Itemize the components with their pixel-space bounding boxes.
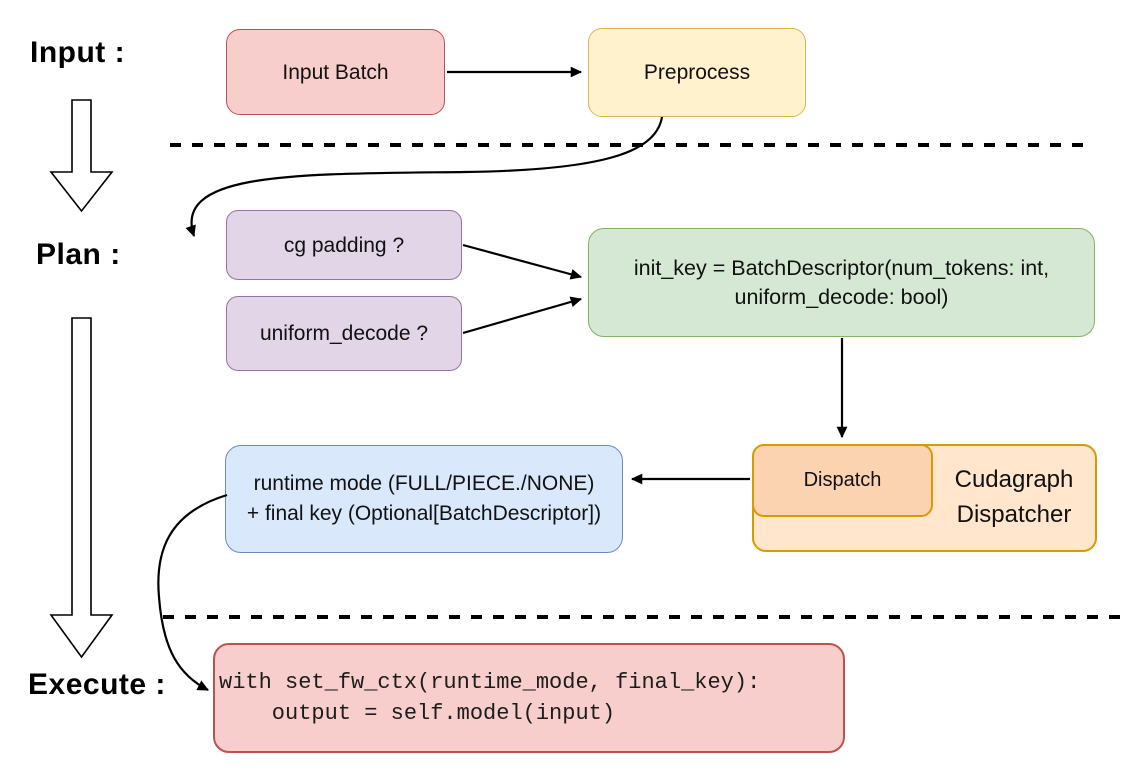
node-input-batch: Input Batch — [226, 29, 445, 115]
stage-label-input: Input : — [30, 36, 126, 69]
node-init-key: init_key = BatchDescriptor(num_tokens: i… — [588, 228, 1095, 337]
node-execute-code: with set_fw_ctx(runtime_mode, final_key)… — [213, 643, 845, 753]
down-block-arrow-plan-to-execute-icon — [49, 317, 114, 659]
node-cg-padding: cg padding ? — [226, 210, 462, 280]
node-dispatch: Dispatch — [752, 444, 933, 517]
execute-code-line2: output = self.model(input) — [219, 701, 616, 726]
node-uniform-decode: uniform_decode ? — [226, 296, 462, 371]
cudagraph-label-line1: Cudagraph — [954, 466, 1074, 493]
node-init-key-line2: uniform_decode: bool) — [734, 284, 949, 309]
node-preprocess: Preprocess — [588, 28, 806, 117]
node-init-key-line1: init_key = BatchDescriptor(num_tokens: i… — [633, 255, 1050, 280]
arrow-cg-padding-to-init-key — [462, 243, 583, 280]
node-dispatch-label: Dispatch — [803, 469, 882, 491]
node-input-batch-label: Input Batch — [282, 60, 389, 84]
node-runtime-mode-line1: runtime mode (FULL/PIECE./NONE) — [253, 472, 595, 495]
down-block-arrow-input-to-plan-icon — [49, 99, 114, 213]
node-uniform-decode-label: uniform_decode ? — [259, 322, 429, 345]
cudagraph-label-line2: Dispatcher — [956, 501, 1072, 528]
node-runtime-mode: runtime mode (FULL/PIECE./NONE) + final … — [225, 445, 623, 553]
stage-label-execute: Execute : — [28, 668, 166, 701]
node-runtime-mode-line2: + final key (Optional[BatchDescriptor]) — [246, 502, 602, 525]
node-preprocess-label: Preprocess — [643, 61, 751, 84]
arrow-uniform-decode-to-init-key — [462, 296, 583, 335]
execute-code-line1: with set_fw_ctx(runtime_mode, final_key)… — [219, 670, 761, 695]
stage-label-plan: Plan : — [36, 238, 121, 271]
node-cudagraph-dispatcher-label: Cudagraph Dispatcher — [933, 462, 1095, 532]
node-cg-padding-label: cg padding ? — [283, 233, 405, 257]
